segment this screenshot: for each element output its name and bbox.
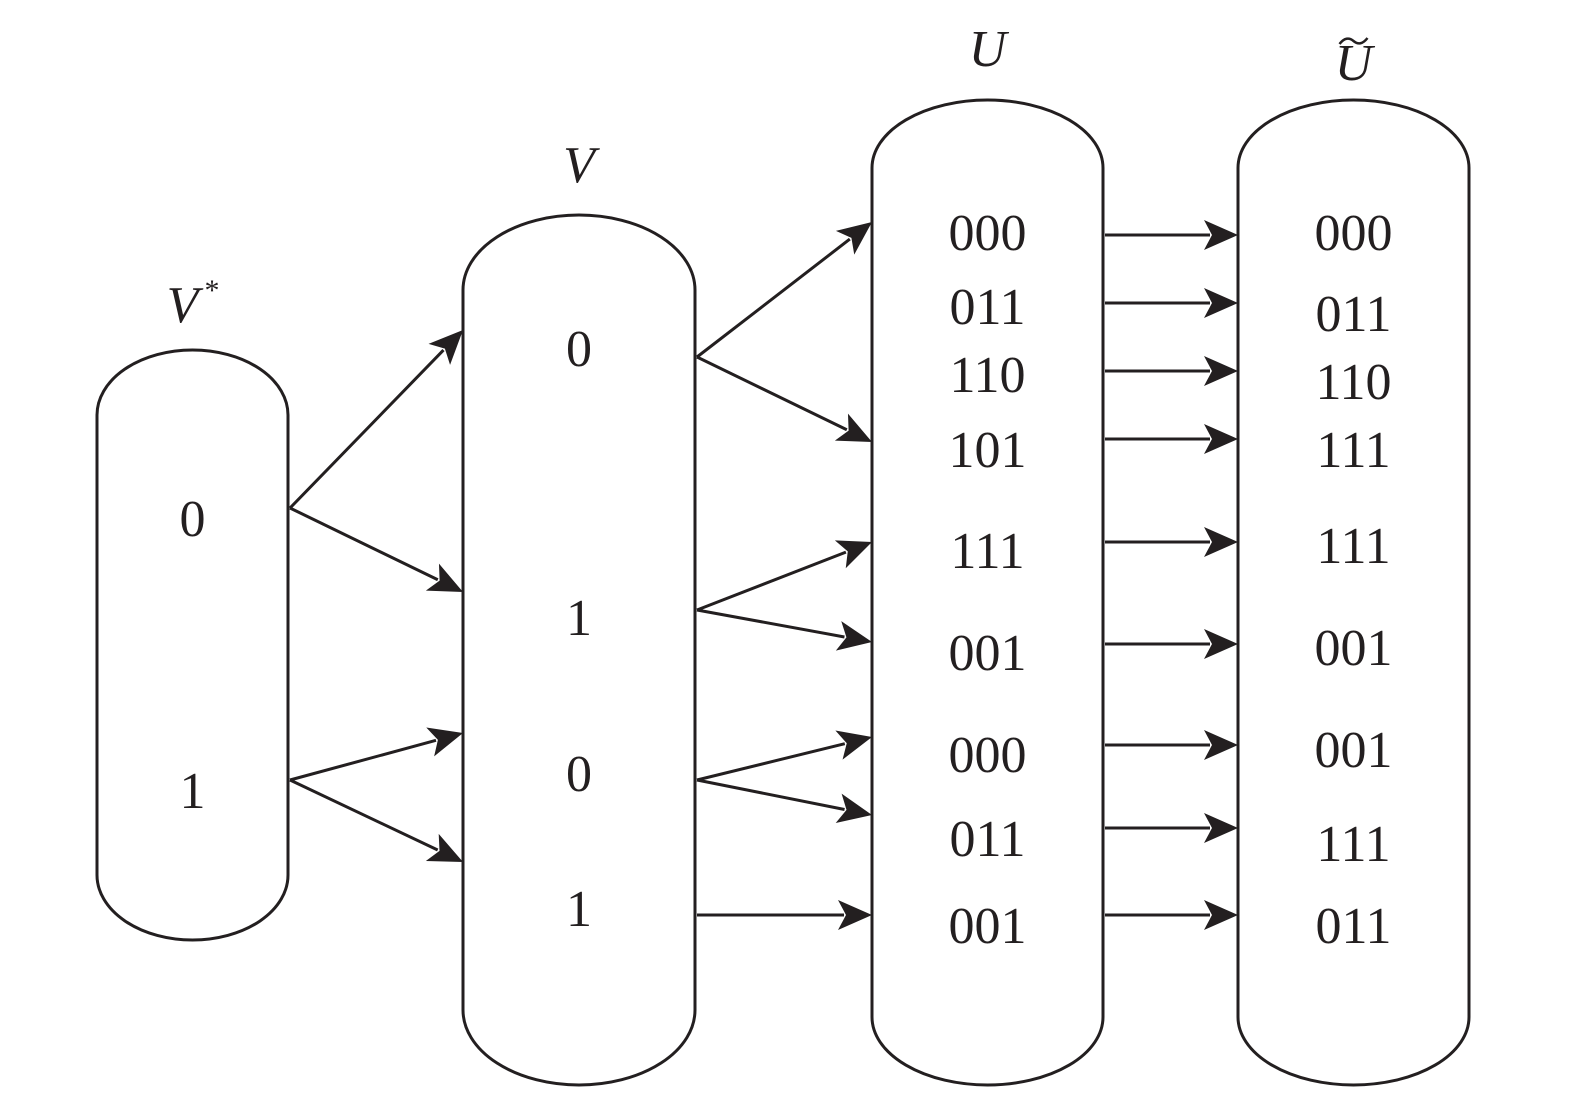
tilde-accent	[1338, 37, 1369, 45]
capsule-u	[870, 98, 1105, 1087]
capsule-utilde	[1236, 98, 1471, 1087]
capsule-vstar	[95, 348, 290, 942]
column-value: 0	[180, 491, 206, 548]
arrow-line	[289, 738, 437, 782]
arrow-edge	[1105, 220, 1238, 250]
arrowhead-icon	[1204, 730, 1238, 760]
arrow-line	[696, 550, 847, 612]
arrow-edge	[1105, 629, 1238, 659]
column-value: 111	[1316, 422, 1390, 479]
column-v: V 0 1 0 1	[461, 137, 697, 1087]
arrow-line	[696, 608, 845, 639]
arrow-edge	[696, 222, 872, 359]
arrow-edge	[1105, 424, 1238, 454]
arrowhead-icon	[835, 793, 872, 824]
arrowhead-icon	[426, 727, 463, 757]
arrowhead-icon	[428, 330, 463, 365]
arrow-edge	[289, 727, 463, 782]
arrow-edge	[696, 608, 872, 651]
column-title-v: V	[563, 137, 600, 194]
column-title-u: U	[969, 21, 1010, 78]
column-value: 000	[949, 727, 1027, 784]
column-utilde: U 000 011 110 111 111 001 001 111 011	[1236, 35, 1471, 1087]
column-value: 001	[1315, 722, 1393, 779]
column-value: 1	[566, 881, 592, 938]
arrow-edge	[1105, 527, 1238, 557]
arrowhead-icon	[835, 621, 872, 651]
arrow-edge	[288, 330, 463, 510]
column-value: 111	[950, 523, 1024, 580]
column-u: U 000 011 110 101 111 001 000 011 001	[870, 21, 1105, 1087]
column-value: 110	[1315, 354, 1391, 411]
arrow-line	[289, 778, 439, 852]
arrowhead-icon	[1204, 220, 1238, 250]
column-value: 011	[949, 279, 1025, 336]
column-value: 001	[1315, 620, 1393, 677]
column-title-superscript: *	[205, 274, 220, 307]
arrowhead-icon	[835, 730, 872, 760]
arrowhead-icon	[1204, 356, 1238, 386]
arrow-edge	[696, 355, 872, 442]
arrowhead-icon	[1204, 288, 1238, 318]
arrowhead-icon	[834, 540, 872, 569]
arrow-line	[696, 237, 851, 359]
arrow-edge	[696, 730, 872, 782]
arrow-edge	[1105, 356, 1238, 386]
edges	[288, 220, 1238, 930]
arrow-line	[696, 355, 848, 432]
column-value: 1	[180, 763, 206, 820]
arrow-edge	[289, 778, 463, 862]
arrow-edge	[1105, 730, 1238, 760]
arrowhead-icon	[1204, 629, 1238, 659]
arrowhead-icon	[425, 833, 463, 862]
column-value: 0	[566, 746, 592, 803]
arrow-edge	[1105, 813, 1238, 843]
arrow-edge	[696, 778, 872, 824]
column-value: 0	[566, 321, 592, 378]
column-value: 111	[1316, 816, 1390, 873]
arrow-line	[288, 349, 445, 510]
arrow-line	[696, 778, 845, 811]
column-value: 1	[566, 590, 592, 647]
column-value: 001	[949, 625, 1027, 682]
column-value: 101	[949, 422, 1027, 479]
column-value: 000	[949, 205, 1027, 262]
arrowhead-icon	[835, 222, 872, 255]
column-vstar: V* 0 1	[95, 274, 290, 942]
column-value: 110	[949, 347, 1025, 404]
column-value: 011	[949, 811, 1025, 868]
arrow-edge	[696, 540, 872, 612]
arrowhead-icon	[1204, 813, 1238, 843]
arrow-line	[696, 742, 846, 782]
arrow-line	[289, 506, 439, 582]
arrow-edge	[1105, 900, 1238, 930]
column-value: 001	[949, 898, 1027, 955]
arrowhead-icon	[1204, 900, 1238, 930]
arrowhead-icon	[1204, 527, 1238, 557]
arrowhead-icon	[834, 413, 872, 442]
arrowhead-icon	[1204, 424, 1238, 454]
column-title-vstar: V	[167, 277, 204, 334]
arrow-edge	[1105, 288, 1238, 318]
column-value: 011	[1315, 286, 1391, 343]
arrow-edge	[289, 506, 463, 592]
arrowhead-icon	[425, 563, 463, 592]
arrowhead-icon	[838, 900, 872, 930]
column-value: 000	[1315, 205, 1393, 262]
arrow-edge	[697, 900, 872, 930]
column-value: 111	[1316, 518, 1390, 575]
column-title-utilde: U	[1335, 35, 1376, 92]
capsule-v	[461, 213, 697, 1087]
column-value: 011	[1315, 898, 1391, 955]
